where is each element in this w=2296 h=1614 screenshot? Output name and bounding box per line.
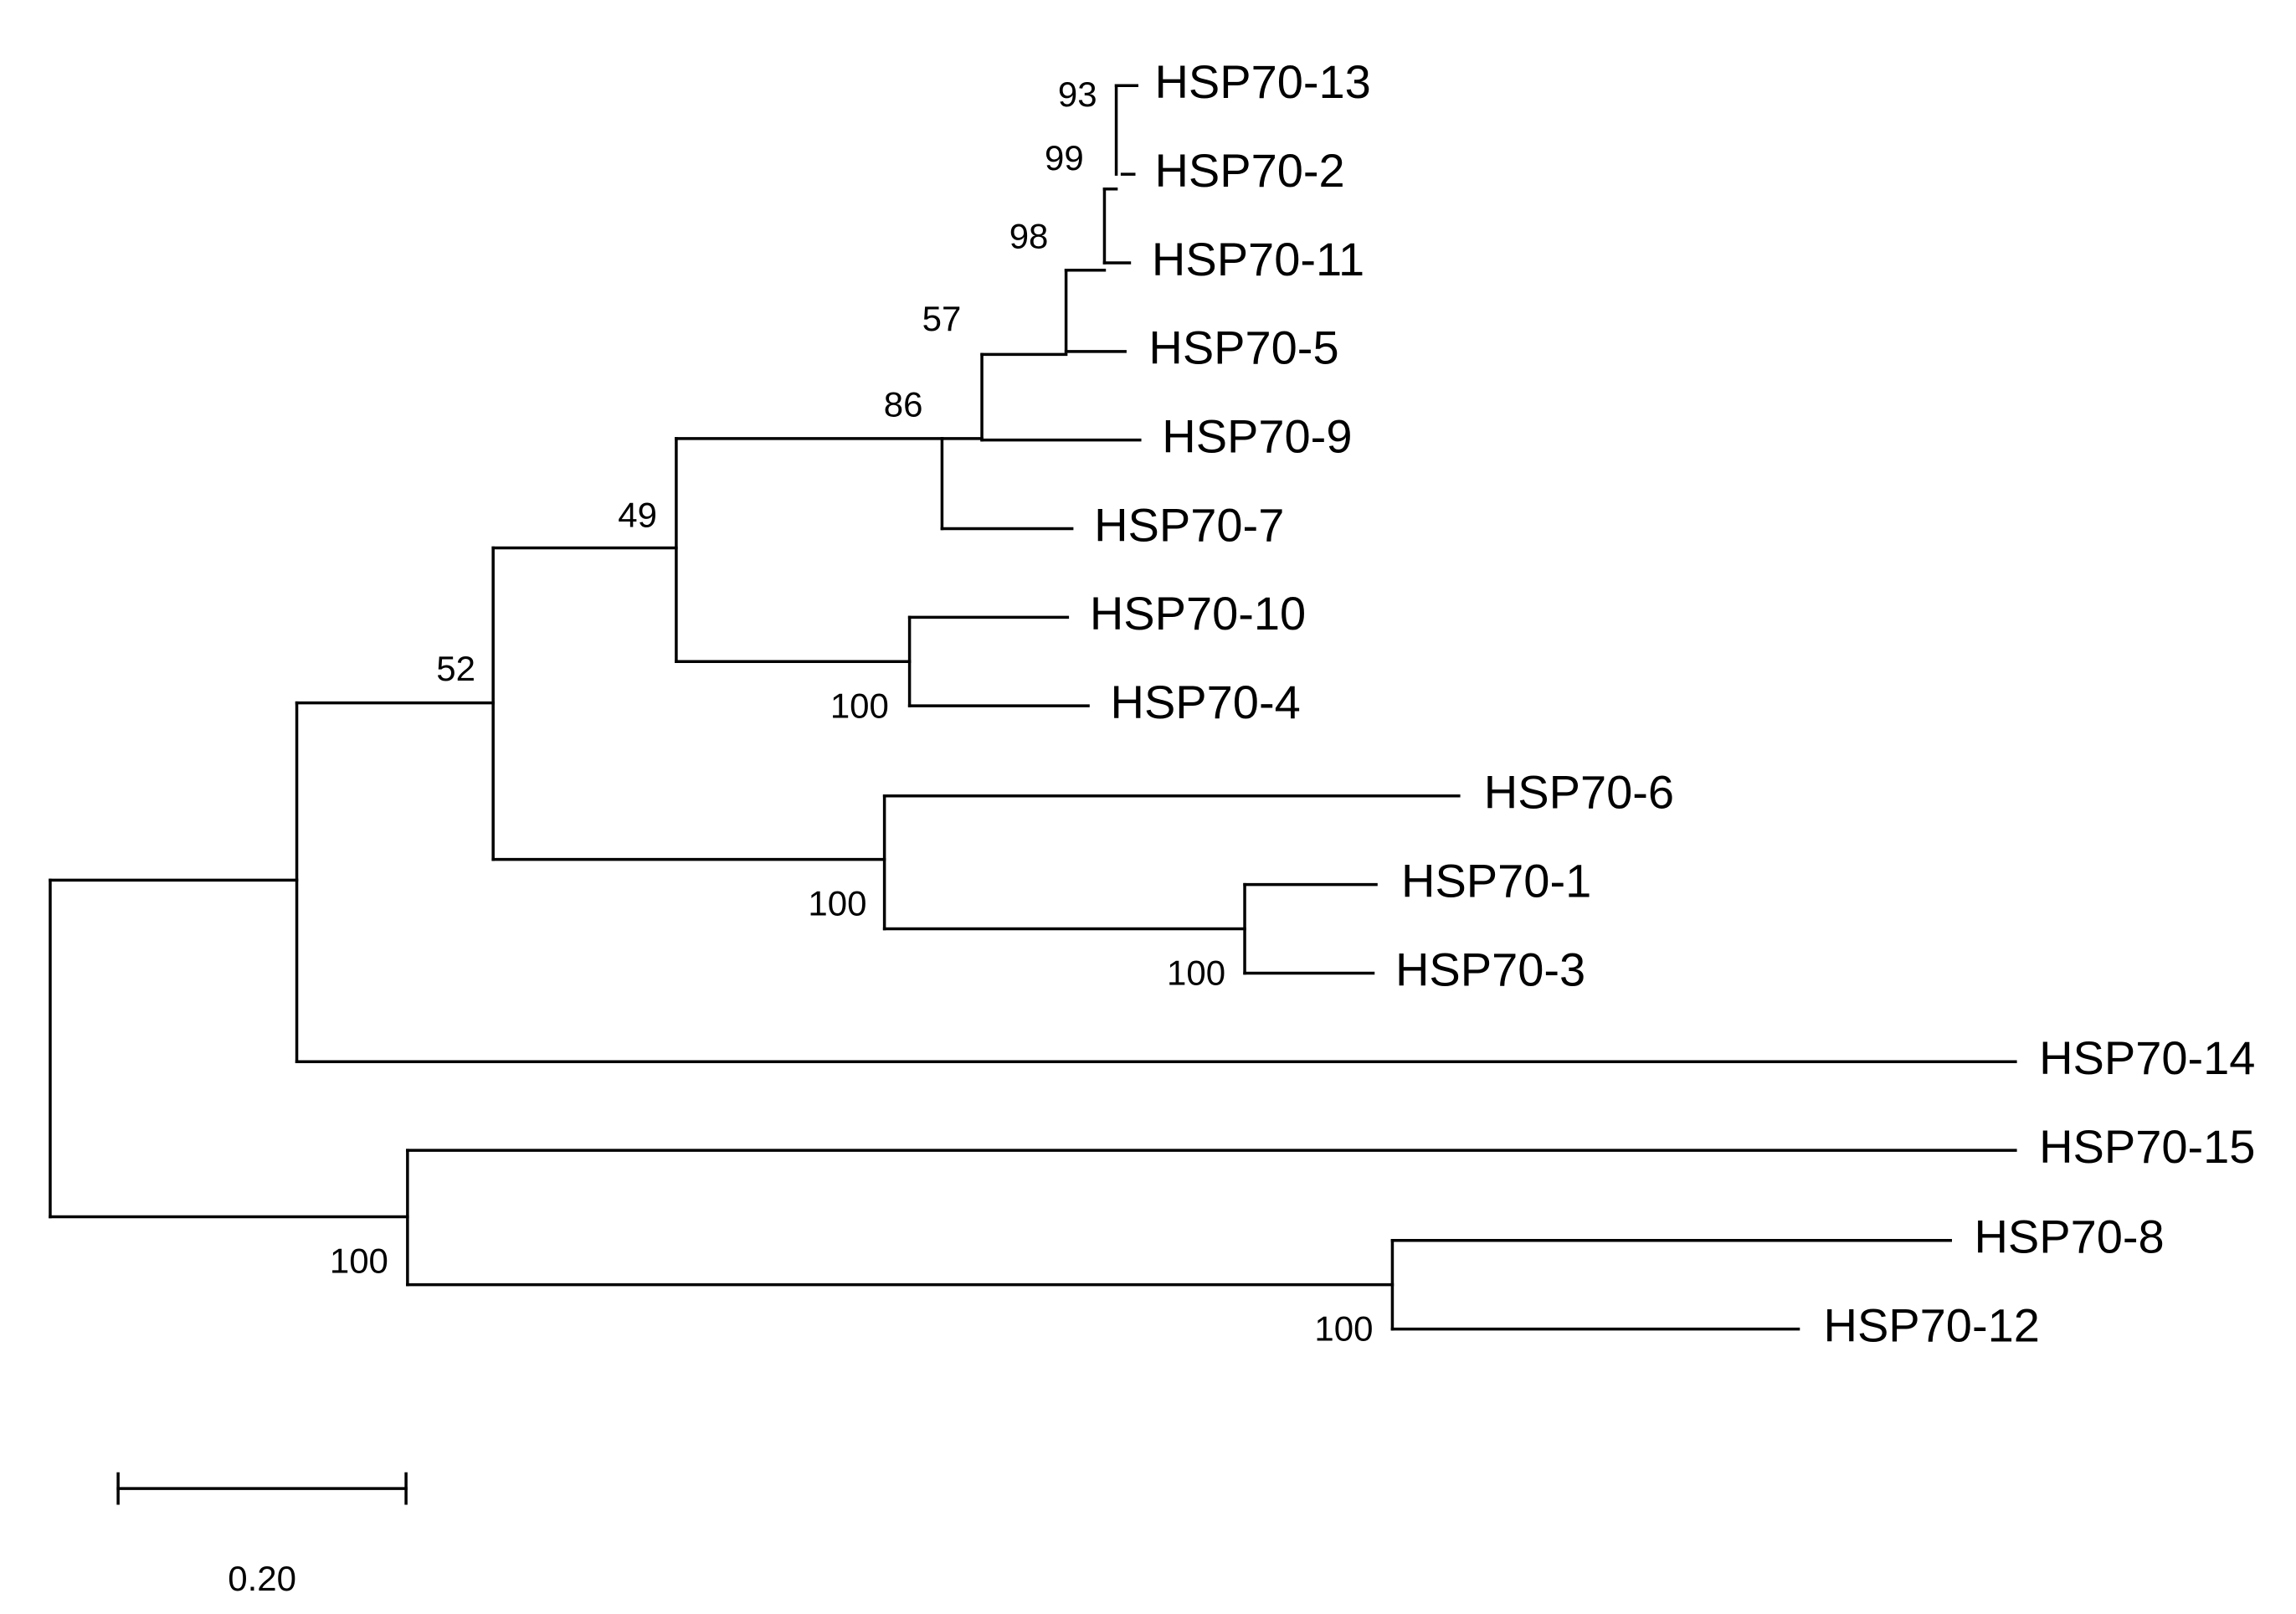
scale-bar-label: 0.20 (228, 1559, 296, 1598)
support-value: 99 (1045, 138, 1084, 177)
leaf-label-hsp70-9: HSP70-9 (1162, 409, 1352, 462)
support-value: 100 (330, 1241, 388, 1281)
leaf-label-hsp70-7: HSP70-7 (1094, 498, 1284, 551)
leaf-label-hsp70-4: HSP70-4 (1111, 676, 1301, 728)
support-value: 100 (1167, 953, 1225, 993)
leaf-label-hsp70-15: HSP70-15 (2039, 1120, 2255, 1173)
leaf-label-hsp70-14: HSP70-14 (2039, 1031, 2255, 1084)
leaf-label-hsp70-1: HSP70-1 (1401, 854, 1591, 907)
support-value: 98 (1009, 216, 1049, 255)
support-value: 100 (1314, 1309, 1373, 1349)
tree-branches (49, 84, 2017, 1331)
support-value: 52 (436, 649, 475, 688)
support-value: 86 (884, 384, 923, 424)
leaf-label-hsp70-10: HSP70-10 (1090, 587, 1306, 640)
support-value: 93 (1058, 75, 1097, 114)
leaf-label-hsp70-11: HSP70-11 (1152, 233, 1364, 285)
leaf-label-hsp70-5: HSP70-5 (1148, 321, 1338, 374)
leaf-label-hsp70-3: HSP70-3 (1395, 943, 1585, 995)
leaf-label-hsp70-6: HSP70-6 (1484, 766, 1674, 819)
leaf-label-hsp70-12: HSP70-12 (1824, 1298, 2040, 1351)
leaf-label-hsp70-8: HSP70-8 (1974, 1210, 2164, 1263)
support-value: 100 (830, 686, 889, 725)
leaf-label-hsp70-13: HSP70-13 (1154, 55, 1370, 108)
leaf-label-hsp70-2: HSP70-2 (1154, 144, 1344, 197)
scale-bar: 0.20 (116, 1472, 408, 1598)
support-value: 57 (922, 299, 962, 338)
bootstrap-support-labels: 93 99 98 57 86 49 100 52 100 100 100 100 (330, 75, 1374, 1349)
support-value: 100 (808, 884, 866, 923)
leaf-labels: HSP70-13 HSP70-2 HSP70-11 HSP70-5 HSP70-… (1090, 55, 2256, 1351)
support-value: 49 (618, 496, 657, 535)
